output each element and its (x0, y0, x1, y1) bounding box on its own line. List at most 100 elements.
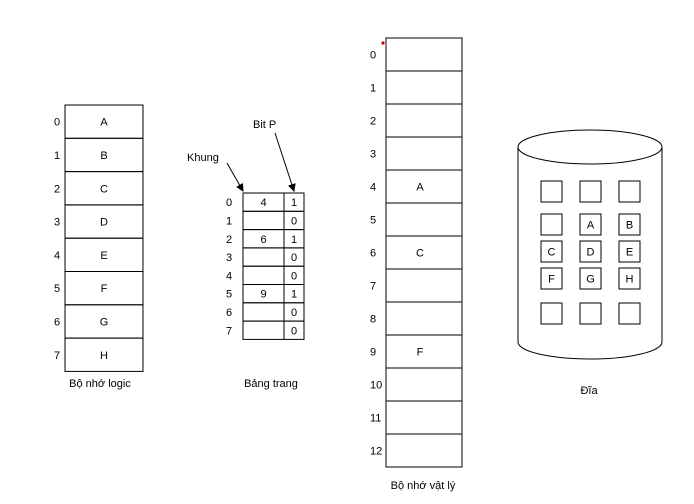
physical-frame-cell (385, 301, 463, 336)
disk-page-slot (618, 213, 641, 236)
disk-page-slot (540, 302, 563, 325)
disk-page-label: E (626, 247, 633, 259)
page-table-index: 6 (226, 307, 232, 319)
logical-index: 7 (54, 350, 60, 362)
disk-page-label: A (587, 220, 595, 232)
page-table-frame-cell (242, 265, 285, 286)
page-table-bit-value: 0 (291, 215, 297, 227)
disk-page-slot (579, 302, 602, 325)
page-table-index: 3 (226, 252, 232, 264)
physical-frame-index: 2 (370, 116, 376, 128)
physical-frame-cell (385, 37, 463, 72)
page-table-bit-value: 1 (291, 197, 297, 209)
physical-frame-index: 8 (370, 314, 376, 326)
physical-frame-index: 7 (370, 281, 376, 293)
page-table-frame-cell (242, 320, 285, 340)
logical-value: A (100, 117, 108, 129)
disk-page-label: B (626, 220, 633, 232)
logical-index: 2 (54, 183, 60, 195)
disk-cylinder-body (517, 147, 663, 360)
page-table-frame-value: 6 (260, 234, 266, 246)
physical-frame-index: 9 (370, 347, 376, 359)
physical-frame-index: 3 (370, 149, 376, 161)
physical-frame-cell (385, 169, 463, 204)
disk-page-slot (540, 267, 563, 290)
logical-index: 3 (54, 217, 60, 229)
logical-value: C (100, 183, 108, 195)
physical-frame-cell (385, 70, 463, 105)
disk-cylinder-top (517, 129, 663, 165)
page-table-bit-value: 1 (291, 234, 297, 246)
physical-frame-index: 6 (370, 248, 376, 260)
logical-index: 0 (54, 117, 60, 129)
disk-page-label: H (626, 274, 634, 286)
page-table-frame-cell (242, 247, 285, 267)
disk-page-slot (618, 240, 641, 263)
physical-frame-index: 12 (370, 446, 382, 458)
page-table-title: Bảng trang (244, 378, 298, 390)
physical-frame-cell (385, 334, 463, 369)
physical-frame-cell (385, 400, 463, 435)
disk-page-slot (618, 267, 641, 290)
logical-value: H (100, 350, 108, 362)
logical-index: 5 (54, 283, 60, 295)
physical-frame-cell (385, 268, 463, 303)
disk-page-slot (579, 267, 602, 290)
physical-frame-value: F (417, 347, 424, 359)
physical-frame-index: 10 (370, 380, 382, 392)
logical-value: E (100, 250, 107, 262)
physical-frame-cell (385, 433, 463, 468)
page-table-bit-value: 0 (291, 307, 297, 319)
logical-value: D (100, 217, 108, 229)
disk-page-slot (540, 213, 563, 236)
disk-page-label: G (586, 274, 595, 286)
physical-frame-index: 0 (370, 50, 376, 62)
physical-frame-cell (385, 235, 463, 270)
physical-frame-cell (385, 367, 463, 402)
page-table-frame-cell (242, 302, 285, 322)
disk-page-slot (579, 213, 602, 236)
page-table-index: 7 (226, 325, 232, 337)
disk-page-slot (540, 180, 563, 203)
disk-page-label: D (587, 247, 595, 259)
logical-index: 1 (54, 150, 60, 162)
page-table-index: 0 (226, 197, 232, 209)
page-table-bit-value: 0 (291, 252, 297, 264)
physical-frame-value: A (416, 182, 424, 194)
physical-frame-index: 1 (370, 83, 376, 95)
page-table-bit-value: 0 (291, 270, 297, 282)
logical-index: 4 (54, 250, 60, 262)
disk-page-slot (618, 302, 641, 325)
physical-frame-cell (385, 103, 463, 138)
frame-pointer-arrow (226, 162, 244, 192)
physical-frame-cell (385, 136, 463, 171)
disk-page-slot (618, 180, 641, 203)
logical-value: G (100, 316, 109, 328)
disk-title: Đĩa (580, 385, 598, 397)
frame-column-label: Khung (187, 152, 219, 164)
logical-memory-title: Bộ nhớ logic (69, 378, 131, 390)
page-table-frame-cell (242, 210, 285, 231)
page-table-frame-value: 9 (260, 289, 266, 301)
physical-frame-index: 5 (370, 215, 376, 227)
logical-value: F (101, 283, 108, 295)
page-table-bit-value: 0 (291, 325, 297, 337)
page-table-frame-value: 4 (260, 197, 266, 209)
page-table-bit-cell (283, 320, 305, 340)
logical-value: B (100, 150, 107, 162)
physical-frame-index: 4 (370, 182, 376, 194)
page-table-index: 1 (226, 215, 232, 227)
disk-page-slot (579, 180, 602, 203)
page-table-bit-value: 1 (291, 289, 297, 301)
logical-cell (64, 337, 144, 372)
page-table-index: 2 (226, 234, 232, 246)
bit-column-label: Bit P (253, 119, 276, 131)
page-table-index: 5 (226, 289, 232, 301)
disk-page-slot (540, 240, 563, 263)
disk-page-label: C (548, 247, 556, 259)
